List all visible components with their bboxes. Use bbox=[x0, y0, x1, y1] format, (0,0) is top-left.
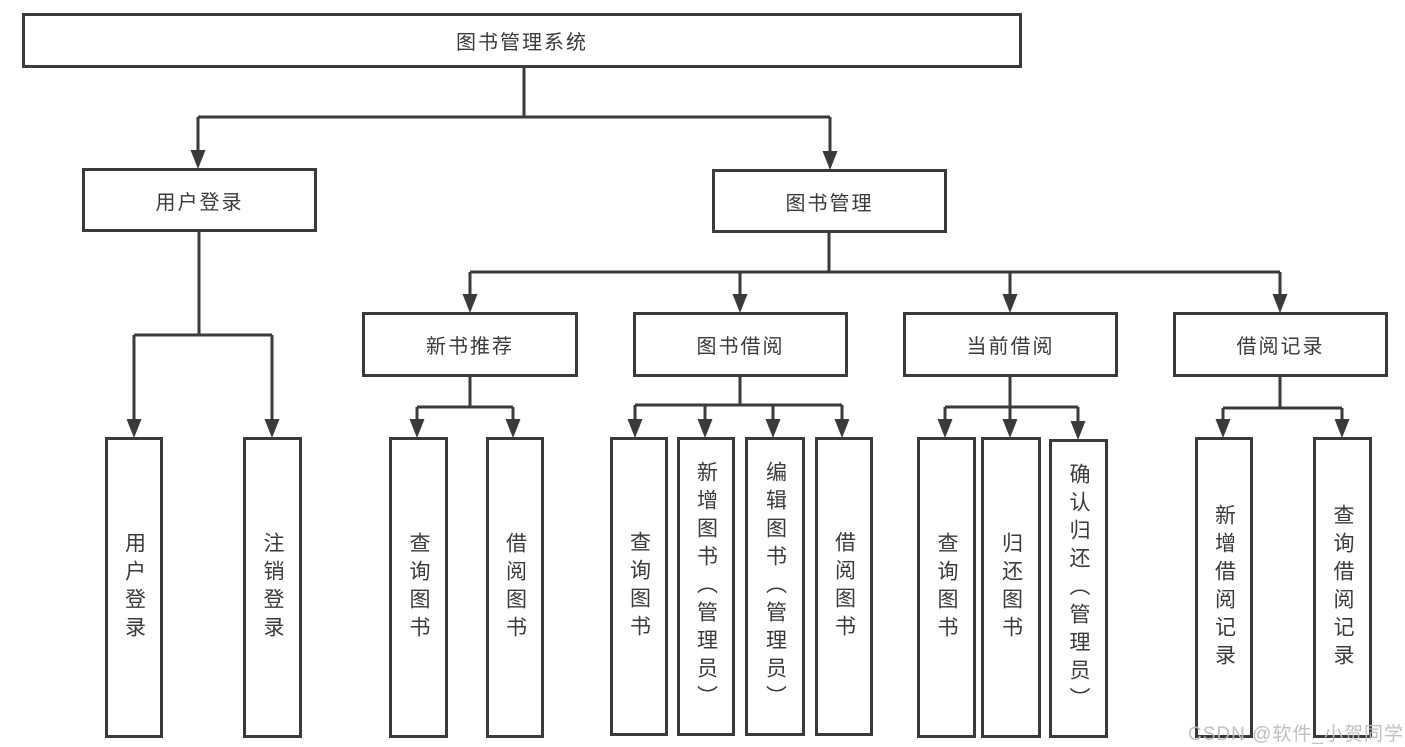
leaf-label: 借阅图书 bbox=[503, 531, 527, 644]
leaf-label: 查询图书 bbox=[627, 530, 651, 643]
arrow-icon bbox=[1002, 294, 1018, 313]
leaf-label: 借阅图书 bbox=[832, 530, 856, 643]
arrow-icon bbox=[937, 419, 953, 438]
arrow-icon bbox=[409, 419, 425, 438]
leaf-label: 查询借阅记录 bbox=[1331, 503, 1354, 672]
csdn-watermark: CSDN @软件_小贺同学 bbox=[1188, 724, 1404, 745]
leaf-confirm-return-admin: 确认归还（管理员） bbox=[1049, 439, 1108, 738]
arrow-icon bbox=[462, 294, 478, 313]
node-book-management: 图书管理 bbox=[712, 169, 947, 233]
tree-edges bbox=[132, 68, 1344, 422]
arrow-icon bbox=[1070, 421, 1086, 440]
arrow-icon bbox=[1334, 419, 1350, 438]
arrow-icon bbox=[732, 294, 748, 313]
arrow-icon bbox=[190, 150, 206, 169]
arrow-icon bbox=[1272, 294, 1288, 313]
node-borrow-record: 借阅记录 bbox=[1173, 312, 1388, 377]
node-book-borrow: 图书借阅 bbox=[633, 312, 848, 377]
arrow-icon bbox=[505, 419, 521, 438]
arrow-icon bbox=[765, 419, 781, 438]
leaf-label: 新增图书（管理员） bbox=[694, 460, 718, 713]
leaf-return-book: 归还图书 bbox=[981, 437, 1041, 738]
leaf-add-borrow-record: 新增借阅记录 bbox=[1195, 437, 1253, 738]
leaf-label: 查询图书 bbox=[407, 531, 430, 644]
node-current-borrow: 当前借阅 bbox=[903, 312, 1118, 377]
arrow-icon bbox=[1215, 419, 1231, 438]
arrow-icon bbox=[697, 419, 713, 438]
leaf-label: 新增借阅记录 bbox=[1212, 503, 1236, 672]
arrowheads bbox=[126, 150, 1350, 440]
leaf-query-borrow-record: 查询借阅记录 bbox=[1313, 437, 1372, 738]
leaf-borrow-book: 借阅图书 bbox=[815, 437, 873, 736]
leaf-add-book-admin: 新增图书（管理员） bbox=[677, 437, 735, 736]
node-new-book-recommend: 新书推荐 bbox=[362, 312, 578, 377]
node-library-management-system: 图书管理系统 bbox=[22, 13, 1022, 68]
leaf-label: 用户登录 bbox=[122, 531, 146, 644]
leaf-logout: 注销登录 bbox=[243, 437, 302, 738]
leaf-query-book-current: 查询图书 bbox=[917, 437, 976, 738]
leaf-label: 编辑图书（管理员） bbox=[763, 460, 787, 713]
leaf-label: 归还图书 bbox=[999, 531, 1023, 644]
leaf-user-login: 用户登录 bbox=[105, 437, 163, 738]
leaf-query-book-recommend: 查询图书 bbox=[389, 437, 448, 738]
leaf-query-book-borrow: 查询图书 bbox=[610, 437, 668, 736]
arrow-icon bbox=[834, 419, 850, 438]
arrow-icon bbox=[627, 419, 643, 438]
leaf-label: 注销登录 bbox=[261, 531, 284, 644]
arrow-icon bbox=[1002, 419, 1018, 438]
arrow-icon bbox=[264, 419, 280, 438]
leaf-edit-book-admin: 编辑图书（管理员） bbox=[745, 437, 805, 736]
leaf-borrow-book-recommend: 借阅图书 bbox=[486, 437, 544, 738]
leaf-label: 查询图书 bbox=[935, 531, 958, 644]
leaf-label: 确认归还（管理员） bbox=[1067, 462, 1090, 715]
arrow-icon bbox=[822, 151, 838, 170]
node-user-login: 用户登录 bbox=[82, 168, 317, 232]
arrow-icon bbox=[126, 419, 142, 438]
